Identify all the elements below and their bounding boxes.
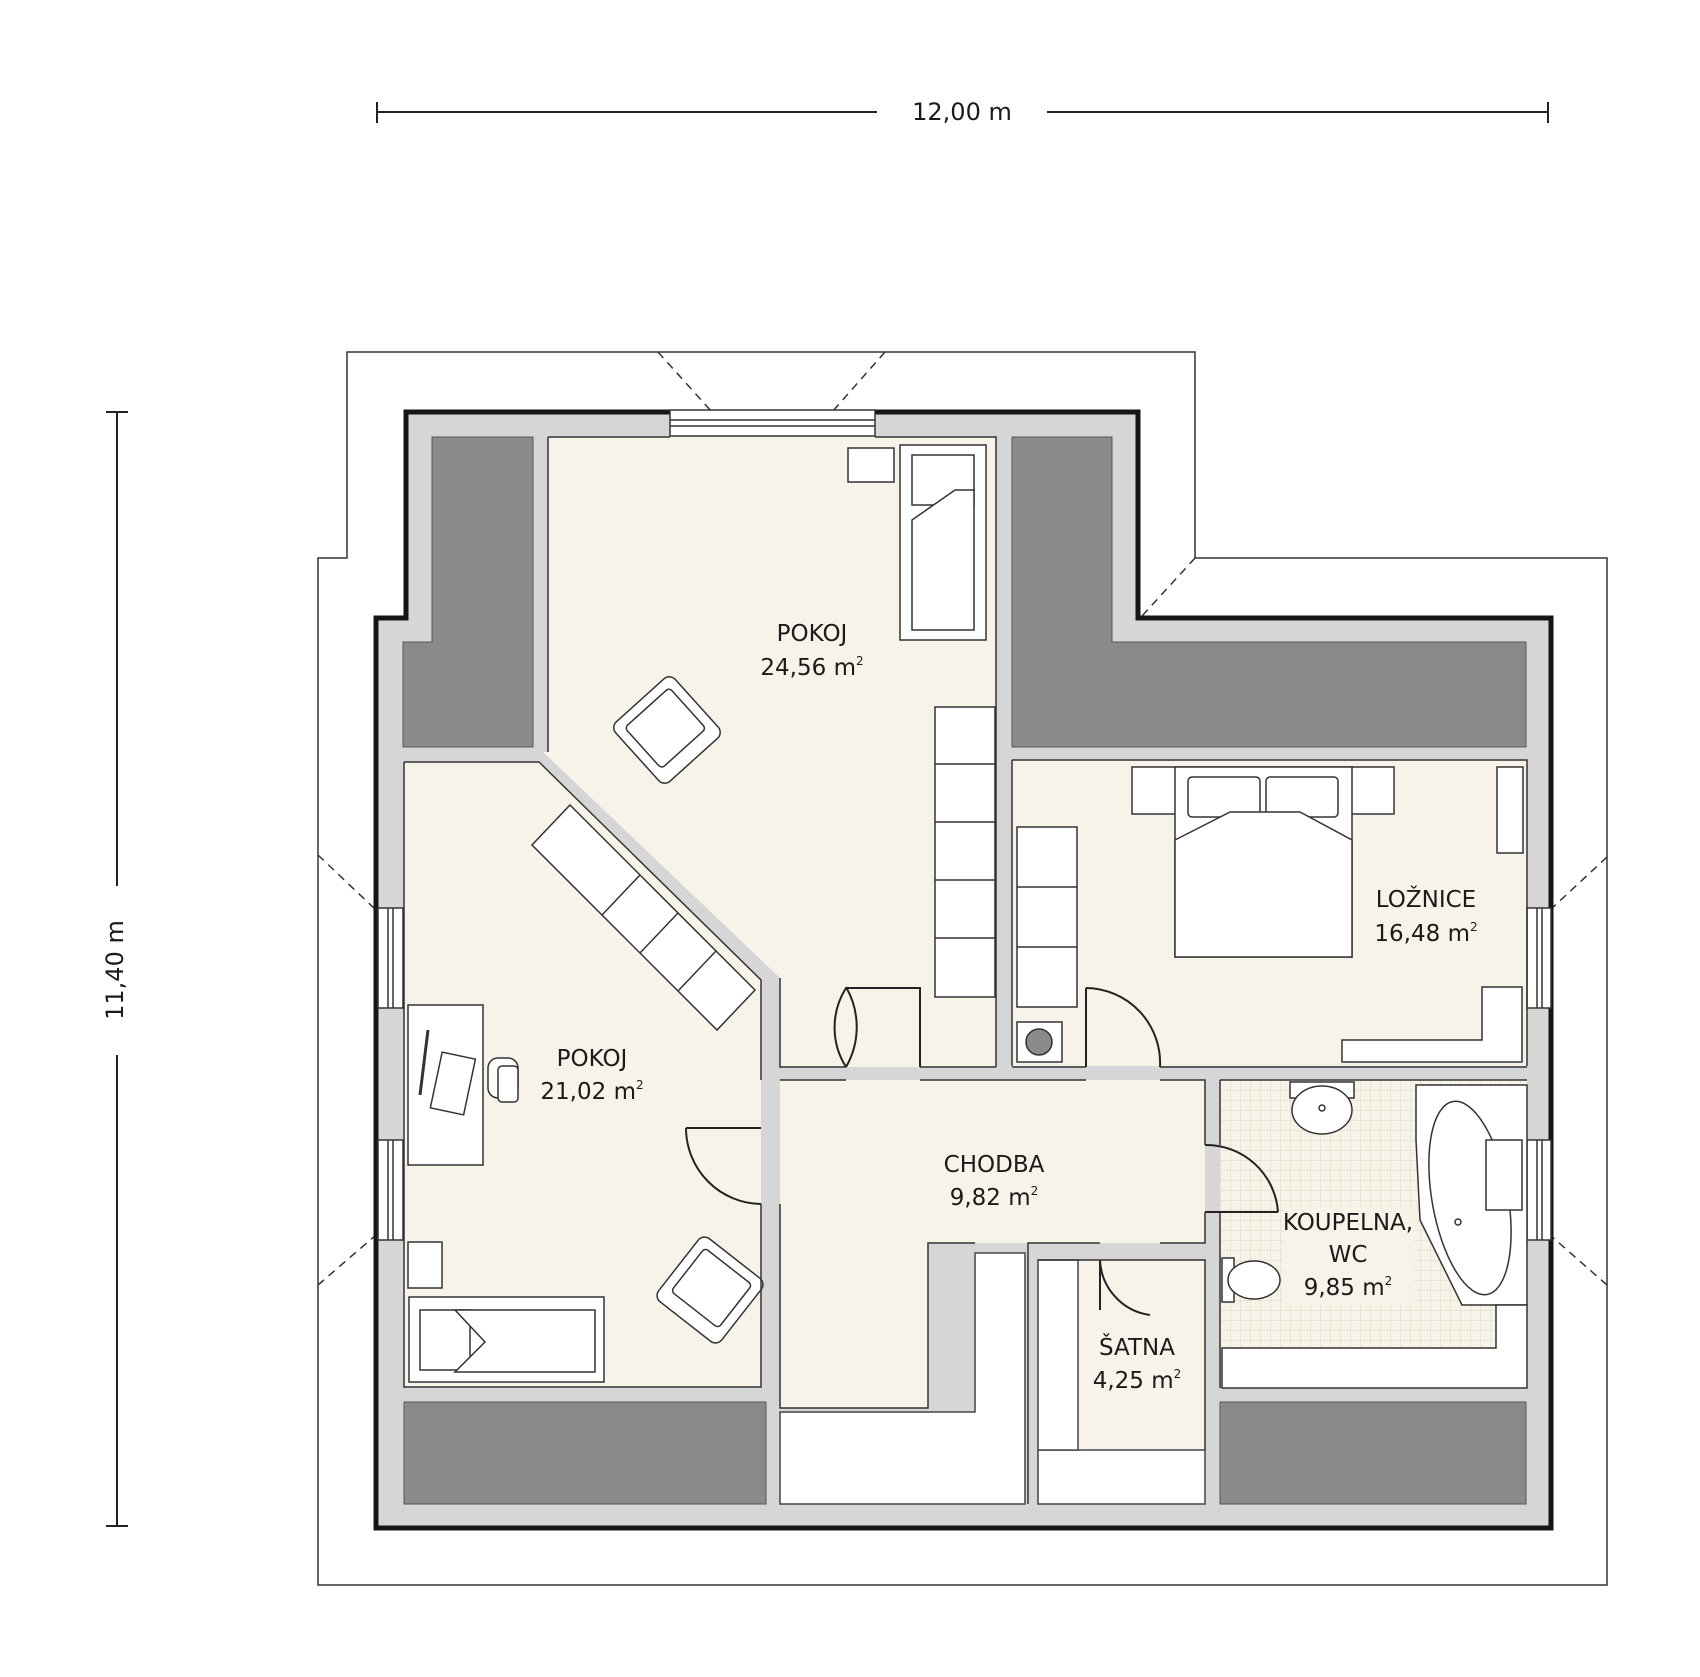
room-area: 24,56 m2 xyxy=(760,654,863,681)
toilet xyxy=(1221,1257,1281,1303)
label-loznice: LOŽNICE 16,48 m2 xyxy=(1374,885,1477,947)
room-name: WC xyxy=(1329,1242,1368,1268)
label-chodba: CHODBA 9,82 m2 xyxy=(944,1152,1045,1211)
armchair-top-room xyxy=(613,676,721,784)
room-area: 9,82 m2 xyxy=(950,1184,1039,1211)
bed-top-room xyxy=(899,444,987,641)
nightstand-left-room xyxy=(407,1241,443,1289)
room-name: ŠATNA xyxy=(1099,1333,1175,1361)
room-name: KOUPELNA, xyxy=(1283,1210,1413,1236)
roof-outline xyxy=(317,351,1608,1586)
windows xyxy=(377,409,1552,1241)
bath-counter xyxy=(1221,1304,1528,1389)
nightstand-top-room xyxy=(847,447,895,483)
wardrobe-top-room xyxy=(934,706,996,998)
corner-desk-loznice xyxy=(1341,986,1523,1063)
room-floor-chodba xyxy=(780,1080,1205,1408)
storage-areas xyxy=(779,1252,1206,1505)
bathtub xyxy=(1415,1084,1528,1306)
roof-ridge-lines xyxy=(317,351,1608,1286)
room-name: POKOJ xyxy=(557,1046,628,1072)
diagonal-cabinet xyxy=(530,803,757,1032)
room-area: 21,02 m2 xyxy=(540,1078,643,1105)
doors xyxy=(685,986,1279,1316)
label-pokoj-top: POKOJ 24,56 m2 xyxy=(760,621,863,681)
room-floor-pokoj-top xyxy=(543,437,996,1067)
room-name: POKOJ xyxy=(777,621,848,647)
room-area: 4,25 m2 xyxy=(1093,1367,1182,1394)
bed-loznice xyxy=(1131,766,1395,958)
wardrobe-loznice xyxy=(1016,826,1078,1008)
label-pokoj-left: POKOJ 21,02 m2 xyxy=(540,1046,643,1105)
dimension-height xyxy=(106,411,128,1527)
room-area: 16,48 m2 xyxy=(1374,920,1477,947)
dimension-width-label: 12,00 m xyxy=(912,98,1012,126)
room-area: 9,85 m2 xyxy=(1304,1274,1393,1301)
interior-walls xyxy=(403,436,1528,1504)
desk-left-room xyxy=(407,1004,519,1166)
dimension-height-label: 11,40 m xyxy=(101,920,129,1020)
room-name: LOŽNICE xyxy=(1376,885,1476,913)
chimney xyxy=(1016,1021,1063,1063)
bed-left-room xyxy=(408,1296,605,1383)
label-koupelna: KOUPELNA, WC 9,85 m2 xyxy=(1283,1207,1414,1304)
dresser-loznice xyxy=(1496,766,1524,854)
armchair-left-room xyxy=(656,1236,764,1344)
sink xyxy=(1289,1081,1355,1135)
room-name: CHODBA xyxy=(944,1152,1045,1178)
dimension-width xyxy=(376,102,1549,123)
label-satna: ŠATNA 4,25 m2 xyxy=(1093,1333,1182,1394)
low-ceiling-areas xyxy=(402,436,1527,1505)
